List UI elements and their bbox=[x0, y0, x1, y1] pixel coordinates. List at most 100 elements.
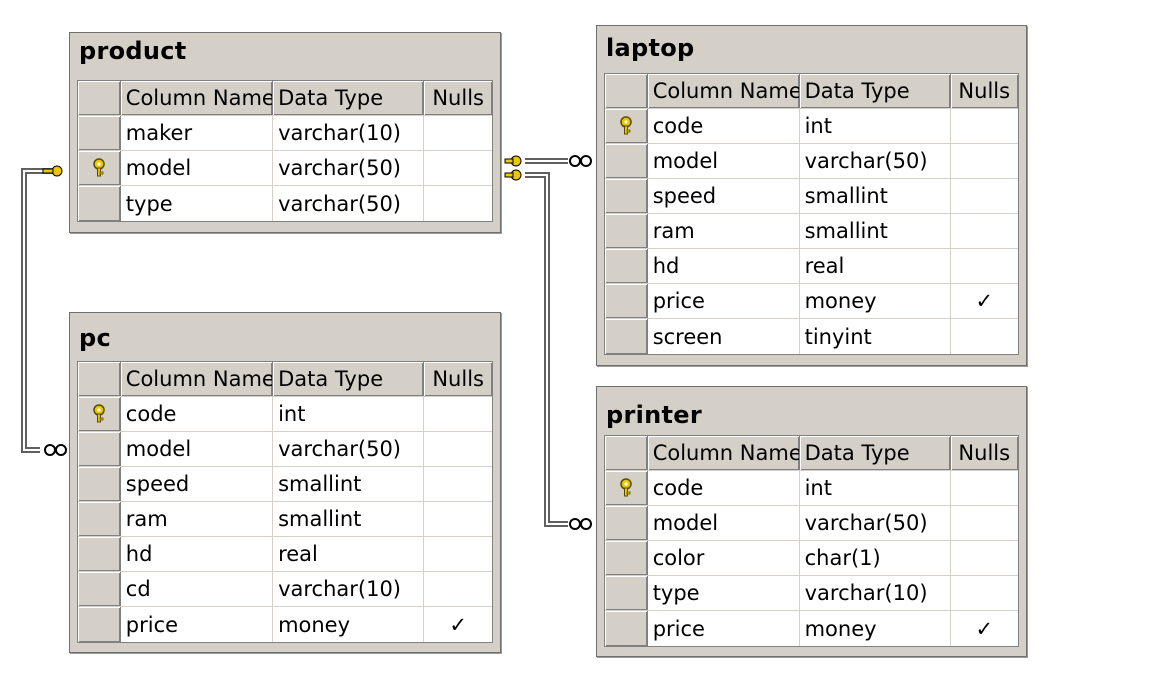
nulls-cell[interactable] bbox=[424, 502, 492, 536]
column-name-cell[interactable]: model bbox=[648, 144, 800, 178]
row-header[interactable] bbox=[605, 249, 648, 283]
nulls-cell[interactable] bbox=[951, 144, 1019, 178]
data-type-cell[interactable]: varchar(50) bbox=[273, 151, 425, 185]
row-header[interactable] bbox=[78, 397, 121, 431]
nulls-cell[interactable] bbox=[424, 151, 492, 185]
column-name-cell[interactable]: model bbox=[121, 151, 274, 185]
row-header[interactable] bbox=[605, 576, 648, 610]
column-name-cell[interactable]: type bbox=[648, 576, 800, 610]
nulls-cell[interactable]: ✓ bbox=[975, 616, 994, 641]
column-name-cell[interactable]: model bbox=[121, 432, 274, 466]
data-type-cell[interactable]: int bbox=[273, 397, 425, 431]
row-header[interactable] bbox=[605, 214, 648, 248]
table-printer[interactable]: printer Column Name Data Type Nulls code… bbox=[596, 386, 1027, 657]
row-header[interactable] bbox=[78, 537, 121, 571]
row-header[interactable] bbox=[605, 109, 648, 143]
data-type-cell[interactable]: varchar(10) bbox=[800, 576, 951, 610]
data-type-cell[interactable]: varchar(50) bbox=[800, 144, 951, 178]
row-header[interactable] bbox=[605, 471, 648, 505]
data-type-cell[interactable]: real bbox=[800, 249, 951, 283]
column-name-cell[interactable]: price bbox=[648, 611, 800, 646]
column-name-cell[interactable]: price bbox=[121, 607, 274, 642]
nulls-cell[interactable] bbox=[951, 109, 1019, 143]
data-type-cell[interactable]: varchar(10) bbox=[273, 116, 425, 150]
row-header[interactable] bbox=[78, 467, 121, 501]
nulls-cell[interactable] bbox=[424, 432, 492, 466]
column-name-cell[interactable]: speed bbox=[121, 467, 274, 501]
row-header[interactable] bbox=[605, 506, 648, 540]
nulls-cell[interactable]: ✓ bbox=[449, 612, 467, 637]
column-name-cell[interactable]: price bbox=[648, 284, 800, 318]
row-header[interactable] bbox=[605, 144, 648, 178]
column-name-cell[interactable]: color bbox=[648, 541, 800, 575]
nulls-cell[interactable] bbox=[424, 572, 492, 606]
column-name-cell[interactable]: maker bbox=[121, 116, 274, 150]
column-name-cell[interactable]: speed bbox=[648, 179, 800, 213]
nulls-cell[interactable] bbox=[951, 471, 1019, 505]
data-type-cell[interactable]: tinyint bbox=[800, 319, 951, 354]
nulls-cell[interactable] bbox=[424, 467, 492, 501]
nulls-cell[interactable] bbox=[951, 249, 1019, 283]
row-header[interactable] bbox=[78, 151, 121, 185]
row-header[interactable] bbox=[78, 186, 121, 221]
row-header[interactable] bbox=[78, 572, 121, 606]
nulls-cell[interactable] bbox=[951, 214, 1019, 248]
data-type-cell[interactable]: smallint bbox=[800, 214, 951, 248]
data-type-cell[interactable]: smallint bbox=[273, 502, 425, 536]
row-header[interactable] bbox=[605, 611, 648, 646]
column-name-cell[interactable]: code bbox=[121, 397, 274, 431]
row-header[interactable] bbox=[78, 502, 121, 536]
nulls-cell[interactable]: ✓ bbox=[975, 289, 994, 313]
row-header[interactable] bbox=[78, 432, 121, 466]
table-product[interactable]: product Column Name Data Type Nulls make… bbox=[69, 32, 501, 233]
column-name-cell[interactable]: code bbox=[648, 109, 800, 143]
column-name-cell[interactable]: ram bbox=[121, 502, 274, 536]
data-type-cell[interactable]: money bbox=[800, 611, 951, 646]
row-header[interactable] bbox=[78, 116, 121, 150]
row-header[interactable] bbox=[605, 284, 648, 318]
nulls-cell[interactable] bbox=[424, 397, 492, 431]
column-name-cell[interactable]: screen bbox=[648, 319, 800, 354]
column-name-cell[interactable]: type bbox=[121, 186, 274, 221]
data-type-cell[interactable]: int bbox=[800, 471, 951, 505]
column-name-cell[interactable]: model bbox=[648, 506, 800, 540]
column-name-cell[interactable]: hd bbox=[121, 537, 274, 571]
data-type-cell[interactable]: smallint bbox=[273, 467, 425, 501]
data-type-cell[interactable]: varchar(50) bbox=[273, 432, 425, 466]
nulls-cell[interactable] bbox=[951, 506, 1019, 540]
column-name-cell[interactable]: cd bbox=[121, 572, 274, 606]
nulls-cell[interactable] bbox=[951, 319, 1019, 354]
column-name-cell[interactable]: code bbox=[648, 471, 800, 505]
data-type-cell[interactable]: smallint bbox=[800, 179, 951, 213]
column-name-cell[interactable]: ram bbox=[648, 214, 800, 248]
data-type-cell[interactable]: char(1) bbox=[800, 541, 951, 575]
nulls-cell[interactable] bbox=[424, 116, 492, 150]
data-type-cell[interactable]: money bbox=[800, 284, 951, 318]
data-type-cell[interactable]: real bbox=[273, 537, 425, 571]
data-type-cell[interactable]: int bbox=[800, 109, 951, 143]
data-type-cell[interactable]: varchar(10) bbox=[273, 572, 425, 606]
